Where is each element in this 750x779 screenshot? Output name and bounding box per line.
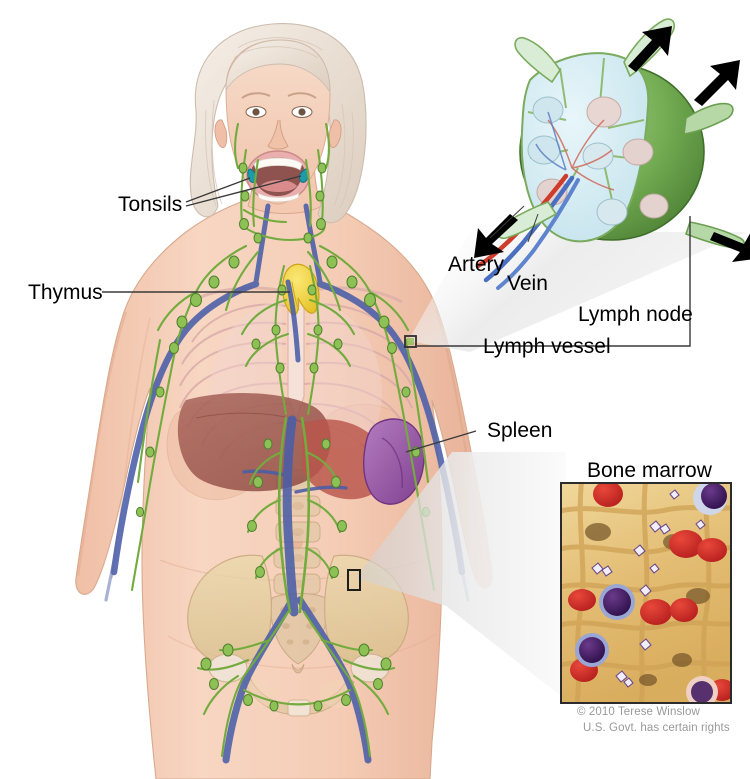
label-lymph-node: Lymph node (578, 303, 693, 326)
node-vein (483, 175, 575, 283)
eyebrow-left (241, 92, 271, 99)
afferent-vessel-upper-left (514, 36, 561, 84)
spleen-hilum (381, 437, 403, 489)
pubic-symphysis (287, 699, 311, 717)
copyright-line-1: © 2010 Terese Winslow (577, 706, 700, 718)
lymph-vessel-marker (404, 335, 417, 348)
ear-right (328, 119, 342, 148)
liver-lobe-line (195, 412, 307, 425)
leader-tonsils-a (185, 177, 251, 203)
thymus-lobe-line (291, 281, 300, 311)
eyebrow-right (287, 92, 317, 99)
node-arterioles (547, 119, 615, 191)
lymph-flow-arrows (474, 26, 750, 262)
lymph-vessel-marker-fill (407, 338, 414, 345)
bone-marrow-artwork (562, 484, 730, 702)
pupil-right (298, 108, 306, 116)
cone-bone-marrow (356, 452, 566, 700)
lung-right (310, 300, 382, 449)
white-blood-cells (575, 484, 727, 702)
lymph-node-illustration (474, 18, 750, 290)
arrow-out-left (474, 214, 518, 258)
teeth-upper (253, 157, 303, 171)
label-vein: Vein (507, 272, 548, 295)
head (189, 23, 367, 224)
arrow-in-right (694, 60, 740, 106)
ear-left (214, 119, 228, 148)
afferent-vessel-right (683, 102, 734, 135)
tongue (260, 180, 297, 192)
coccyx (291, 663, 305, 674)
leader-lines (102, 175, 691, 453)
pupil-left (252, 108, 260, 116)
node-venules (535, 111, 567, 171)
callout-cones (356, 232, 746, 700)
label-tonsils: Tonsils (118, 193, 183, 216)
label-thymus: Thymus (28, 281, 103, 304)
leader-vein (527, 213, 539, 243)
teeth-lower (257, 192, 300, 203)
red-blood-cells (568, 484, 730, 701)
arrow-in-top (628, 26, 672, 72)
arm-contour-left (76, 311, 128, 577)
copyright-line-2: U.S. Govt. has certain rights (583, 722, 730, 734)
node-vein-2 (496, 178, 580, 290)
leader-lymph-vessel (417, 216, 691, 347)
label-bone-marrow: Bone marrow (587, 459, 712, 482)
bone-marrow-inset (560, 482, 732, 704)
leader-spleen (405, 430, 477, 453)
hair-fringe (225, 39, 331, 94)
label-spleen: Spleen (487, 419, 553, 442)
cone-lymph-node (408, 232, 746, 352)
label-lymph-vessel: Lymph vessel (483, 335, 611, 358)
leader-tonsils-b (185, 175, 302, 207)
bone-marrow-marker (347, 569, 361, 591)
leader-artery (489, 205, 525, 239)
nose (267, 119, 289, 150)
platelets (591, 489, 706, 688)
label-artery: Artery (448, 253, 505, 276)
arrow-out-bottom-right (710, 232, 750, 262)
